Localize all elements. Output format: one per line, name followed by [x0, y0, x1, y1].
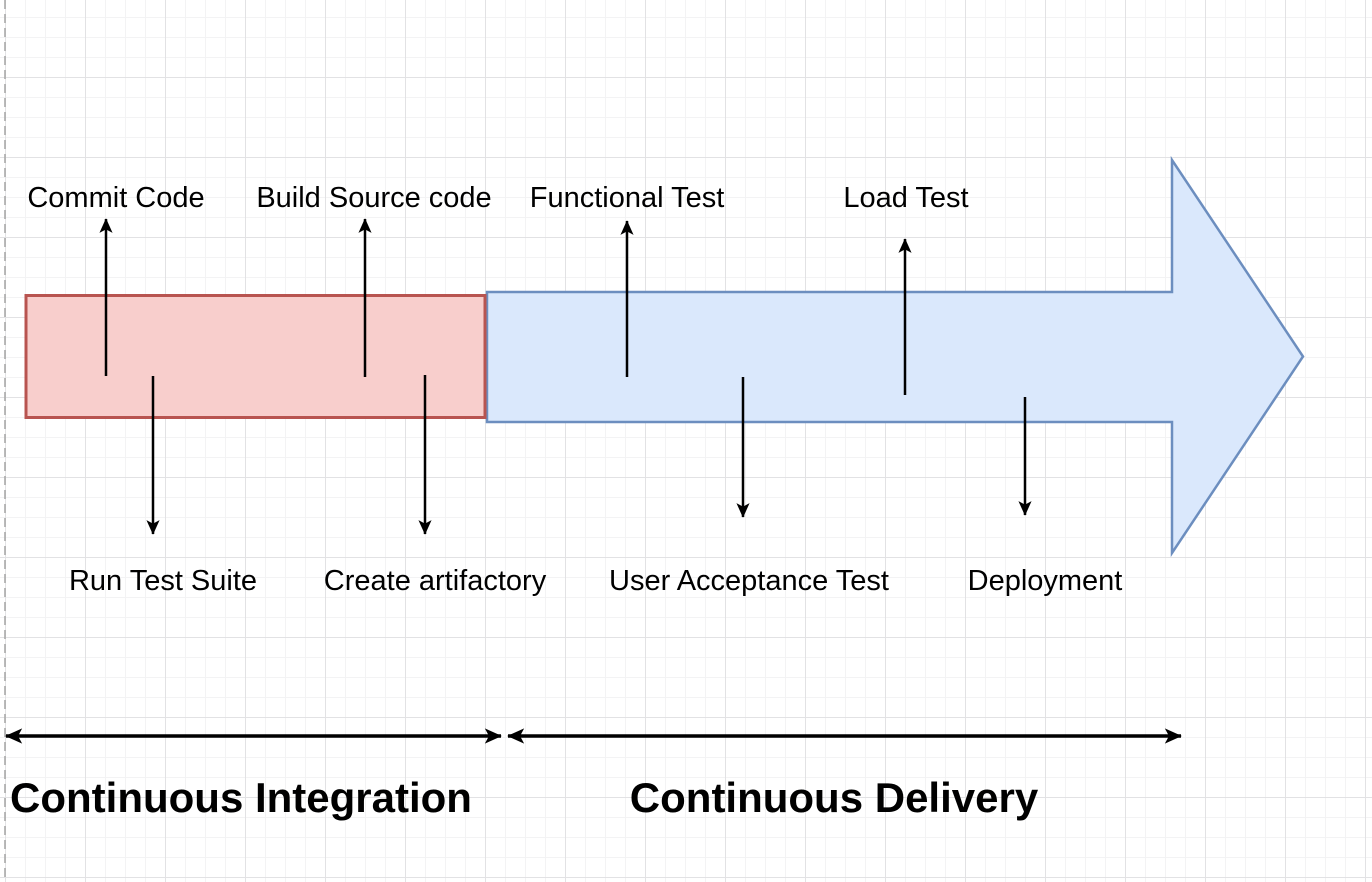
cd-arrow-shape[interactable]: [485, 155, 1305, 558]
continuous-delivery-title[interactable]: Continuous Delivery: [629, 774, 1039, 821]
user-acceptance-test-label[interactable]: User Acceptance Test: [609, 565, 889, 597]
create-artifactory-label[interactable]: Create artifactory: [323, 565, 547, 597]
run-test-suite-label[interactable]: Run Test Suite: [68, 565, 258, 597]
ci-bar-shape[interactable]: [24, 294, 487, 419]
deployment-label[interactable]: Deployment: [967, 565, 1123, 597]
functional-test-label[interactable]: Functional Test: [529, 182, 725, 214]
load-test-label[interactable]: Load Test: [843, 182, 969, 214]
commit-code-label[interactable]: Commit Code: [27, 182, 205, 214]
build-source-code-label[interactable]: Build Source code: [256, 182, 492, 214]
continuous-integration-title[interactable]: Continuous Integration: [10, 774, 472, 821]
